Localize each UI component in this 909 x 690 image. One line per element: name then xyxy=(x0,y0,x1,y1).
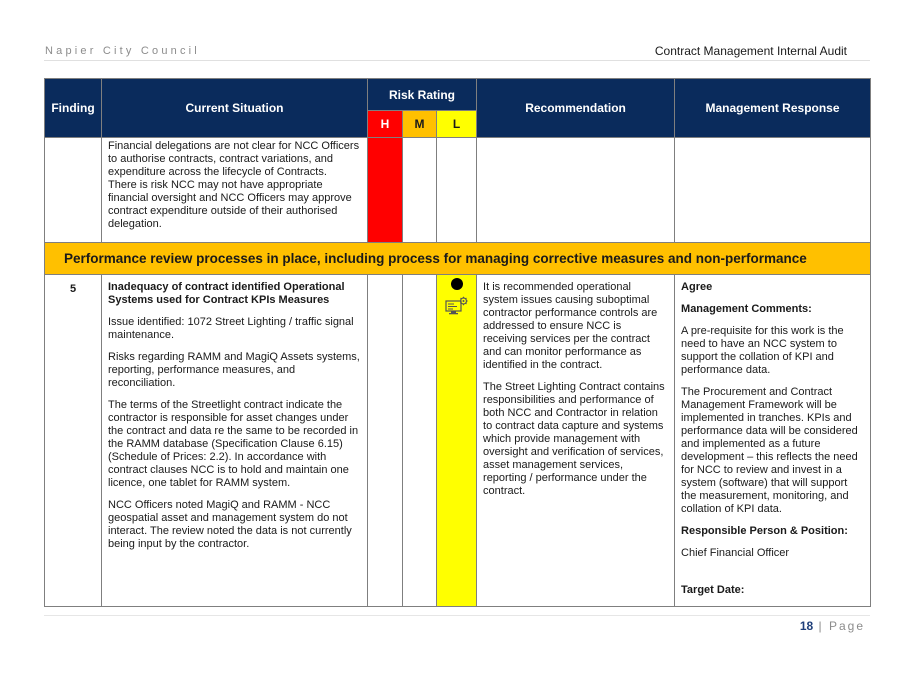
footer-divider xyxy=(44,615,870,616)
risk-medium-header: M xyxy=(402,110,437,138)
computer-settings-icon xyxy=(444,296,468,315)
recommendation-cell: It is recommended operational system iss… xyxy=(476,274,676,607)
comment-paragraph: The Procurement and Contract Management … xyxy=(681,386,858,515)
finding-header: Finding xyxy=(44,78,102,138)
risk-low-header: L xyxy=(435,110,478,138)
response-cell: Agree Management Comments: A pre-requisi… xyxy=(674,274,872,607)
responsible-person: Chief Financial Officer xyxy=(681,547,790,559)
management-response-header: Management Response xyxy=(674,78,872,138)
comment-paragraph: A pre-requisite for this work is the nee… xyxy=(681,325,844,376)
recommendation-paragraph: It is recommended operational system iss… xyxy=(483,281,658,371)
organization-name: Napier City Council xyxy=(45,45,200,57)
responsible-person-heading: Responsible Person & Position: xyxy=(681,525,848,537)
section-title: Performance review processes in place, i… xyxy=(43,242,872,275)
table-header-row: Finding Current Situation Risk Rating Re… xyxy=(44,78,872,138)
recommendation-header: Recommendation xyxy=(476,78,676,138)
situation-text: Financial delegations are not clear for … xyxy=(108,140,360,178)
continued-finding-row: Financial delegations are not clear for … xyxy=(44,137,872,243)
page-footer: 18 | Page xyxy=(800,619,865,633)
finding-title: Inadequacy of contract identified Operat… xyxy=(108,281,345,306)
situation-paragraph: Issue identified: 1072 Street Lighting /… xyxy=(108,316,354,341)
comments-heading: Management Comments: xyxy=(681,303,812,315)
page-label: | Page xyxy=(818,619,865,633)
target-date-heading: Target Date: xyxy=(681,584,745,596)
risk-high-cell-filled xyxy=(367,137,403,243)
audit-findings-table: Finding Current Situation Risk Rating Re… xyxy=(43,78,872,607)
finding-row: 5 Inadequacy of contract identified Oper… xyxy=(44,274,872,607)
situation-text: There is risk NCC may not have appropria… xyxy=(108,179,352,230)
recommendation-paragraph: The Street Lighting Contract contains re… xyxy=(483,381,665,497)
risk-rating-header: Risk Rating xyxy=(366,78,478,111)
response-cell xyxy=(674,137,872,243)
risk-low-cell-filled xyxy=(435,274,478,607)
risk-high-cell xyxy=(367,274,403,607)
risk-level-header-row: H M L xyxy=(45,110,871,138)
situation-cell: Inadequacy of contract identified Operat… xyxy=(101,274,368,607)
finding-number-cell xyxy=(44,137,102,243)
report-title: Contract Management Internal Audit xyxy=(654,44,847,58)
situation-cell: Financial delegations are not clear for … xyxy=(101,137,368,243)
situation-paragraph: The terms of the Streetlight contract in… xyxy=(108,399,359,489)
situation-paragraph: NCC Officers noted MagiQ and RAMM - NCC … xyxy=(108,499,352,550)
finding-number: 5 xyxy=(44,274,102,607)
situation-paragraph: Risks regarding RAMM and MagiQ Assets sy… xyxy=(108,351,360,389)
response-agree: Agree xyxy=(681,281,713,293)
risk-marker-dot-icon xyxy=(450,278,463,290)
risk-low-cell xyxy=(435,137,478,243)
risk-high-header: H xyxy=(367,110,403,138)
current-situation-header: Current Situation xyxy=(101,78,368,138)
header-divider xyxy=(44,60,870,61)
risk-medium-cell xyxy=(402,137,437,243)
section-row: Performance review processes in place, i… xyxy=(43,242,872,275)
recommendation-cell xyxy=(476,137,676,243)
risk-medium-cell xyxy=(402,274,437,607)
page-number: 18 xyxy=(799,619,814,633)
